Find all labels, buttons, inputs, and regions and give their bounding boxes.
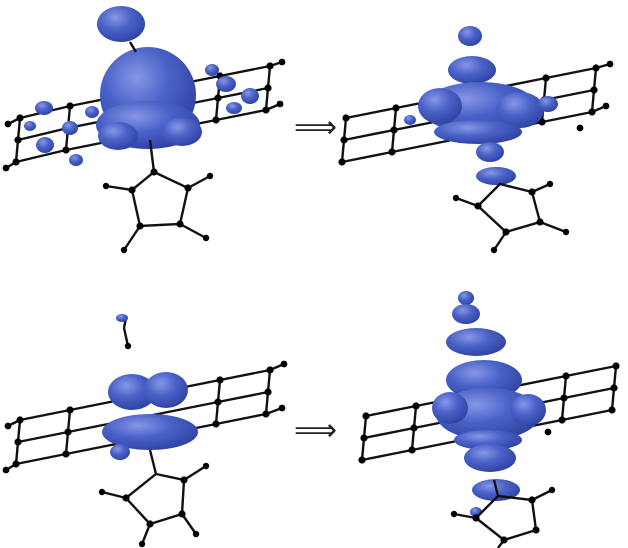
- ligand-atoms: [98, 462, 210, 548]
- panel-top-left: [2, 6, 286, 254]
- isosurface-lobes: [24, 6, 259, 166]
- axial-ligand: [101, 449, 207, 545]
- ligand-atoms: [450, 486, 556, 544]
- atoms: [2, 342, 288, 474]
- transition-arrow-top: ⟹: [294, 110, 338, 145]
- atoms: [358, 362, 620, 464]
- isosurface-lobes: [404, 26, 558, 185]
- axial-ligand: [105, 41, 211, 251]
- axial-ligand: [455, 182, 567, 251]
- panel-top-right: [338, 26, 614, 254]
- transition-arrow-bottom: ⟹: [294, 413, 338, 448]
- ligand-atoms: [452, 180, 570, 254]
- atoms: [338, 60, 614, 166]
- isosurface-lobes: [102, 314, 198, 460]
- ligand-atoms: [102, 168, 214, 254]
- isosurface-lobes: [432, 291, 546, 517]
- panel-bottom-right: [358, 291, 620, 548]
- panel-bottom-left: [2, 314, 288, 548]
